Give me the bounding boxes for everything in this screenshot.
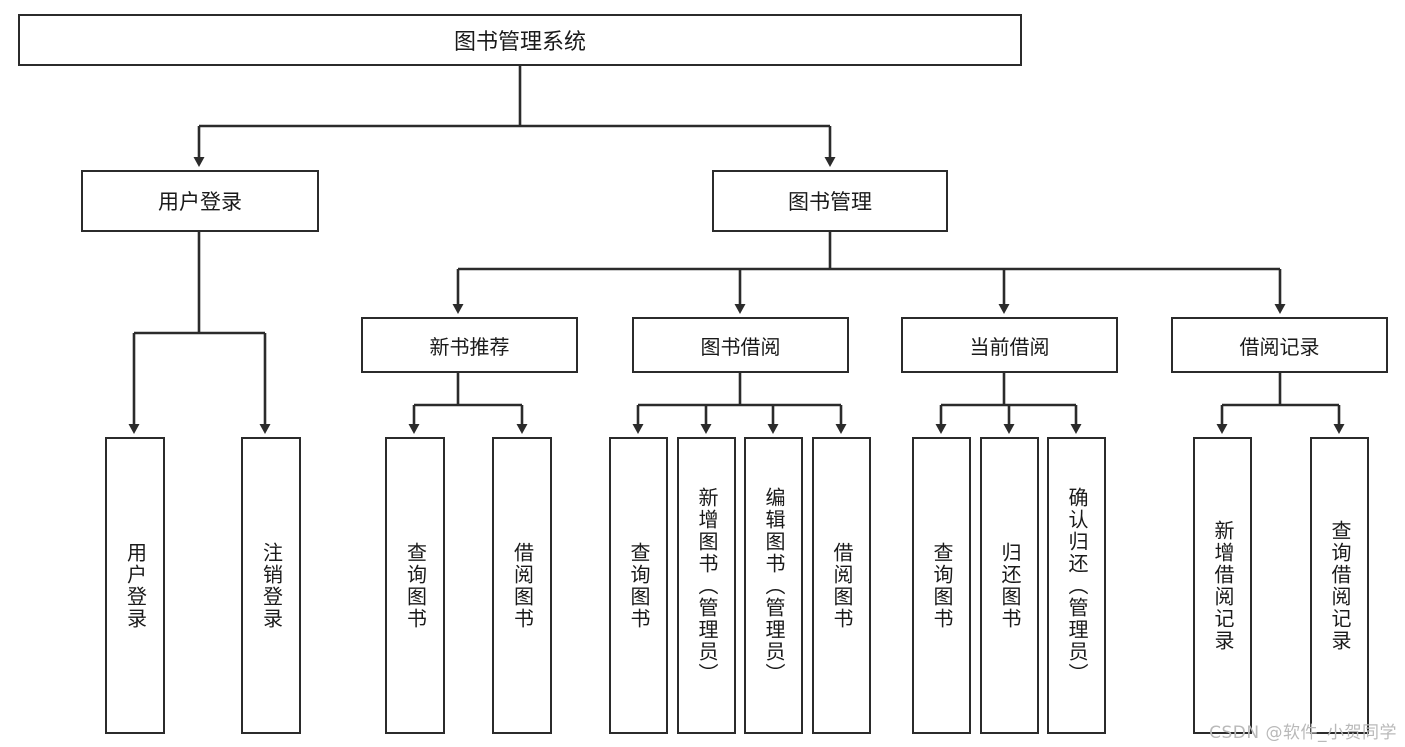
node-label: 查询图书	[930, 541, 954, 630]
node-leaf-add-book-admin[interactable]: 新增图书（管理员）	[677, 437, 736, 734]
node-leaf-query-book-1[interactable]: 查询图书	[385, 437, 445, 734]
node-label: 编辑图书（管理员）	[762, 486, 786, 685]
node-leaf-query-book-2[interactable]: 查询图书	[609, 437, 668, 734]
node-label: 查询图书	[627, 541, 651, 630]
node-label: 新增图书（管理员）	[695, 486, 719, 685]
node-leaf-query-book-3[interactable]: 查询图书	[912, 437, 971, 734]
node-user-login[interactable]: 用户登录	[81, 170, 319, 232]
node-current-borrow[interactable]: 当前借阅	[901, 317, 1118, 373]
node-label: 借阅图书	[510, 541, 535, 630]
node-label: 确认归还（管理员）	[1065, 486, 1089, 685]
node-label: 图书管理	[788, 190, 872, 214]
node-leaf-query-borrow-record[interactable]: 查询借阅记录	[1310, 437, 1369, 734]
node-label: 借阅记录	[1239, 334, 1320, 359]
node-label: 图书管理系统	[453, 30, 586, 55]
node-leaf-add-borrow-record[interactable]: 新增借阅记录	[1193, 437, 1252, 734]
node-leaf-return-book[interactable]: 归还图书	[980, 437, 1039, 734]
node-label: 当前借阅	[969, 334, 1050, 359]
node-label: 归还图书	[998, 541, 1022, 630]
node-book-borrow[interactable]: 图书借阅	[632, 317, 849, 373]
node-label: 查询借阅记录	[1328, 519, 1352, 652]
node-label: 用户登录	[158, 190, 242, 214]
node-label: 图书借阅	[700, 334, 781, 359]
node-leaf-confirm-return-admin[interactable]: 确认归还（管理员）	[1047, 437, 1106, 734]
node-leaf-logout-login[interactable]: 注销登录	[241, 437, 301, 734]
node-leaf-edit-book-admin[interactable]: 编辑图书（管理员）	[744, 437, 803, 734]
node-book-manage[interactable]: 图书管理	[712, 170, 948, 232]
node-root-system[interactable]: 图书管理系统	[18, 14, 1022, 66]
node-leaf-borrow-book-1[interactable]: 借阅图书	[492, 437, 552, 734]
node-label: 新增借阅记录	[1211, 519, 1235, 652]
node-label: 新书推荐	[429, 334, 510, 359]
node-borrow-record[interactable]: 借阅记录	[1171, 317, 1388, 373]
node-label: 查询图书	[403, 541, 428, 630]
node-label: 用户登录	[123, 541, 148, 630]
node-label: 借阅图书	[830, 541, 854, 630]
csdn-watermark: CSDN @软件_小贺同学	[1209, 723, 1397, 743]
node-label: 注销登录	[259, 541, 284, 630]
node-leaf-user-login[interactable]: 用户登录	[105, 437, 165, 734]
node-new-book-recommend[interactable]: 新书推荐	[361, 317, 578, 373]
node-leaf-borrow-book-2[interactable]: 借阅图书	[812, 437, 871, 734]
